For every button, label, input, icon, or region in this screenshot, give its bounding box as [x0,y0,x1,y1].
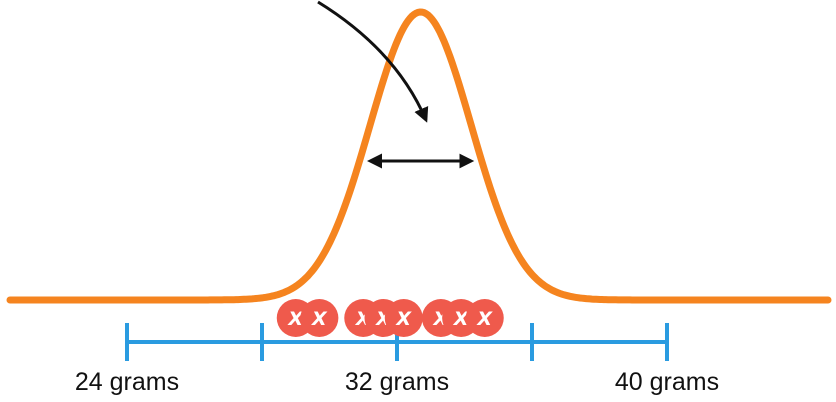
observation-circle [384,299,423,337]
observation-x-label: X [311,308,328,330]
observation-circle [300,299,339,337]
observation-x-label: X [287,308,304,330]
observation-marker: X [300,299,339,337]
observation-x-label: X [453,308,470,330]
observation-x-label: X [476,308,493,330]
distribution-curve [6,8,832,304]
axis-label-24-grams: 24 grams [75,368,179,396]
axis-label-40-grams: 40 grams [615,368,719,396]
axis-label-32-grams: 32 grams [345,368,449,396]
pointer-arrow [317,0,429,123]
observation-circle [465,299,504,337]
observation-marker: X [384,299,423,337]
observation-x-label: X [395,308,412,330]
observation-marker: X [465,299,504,337]
